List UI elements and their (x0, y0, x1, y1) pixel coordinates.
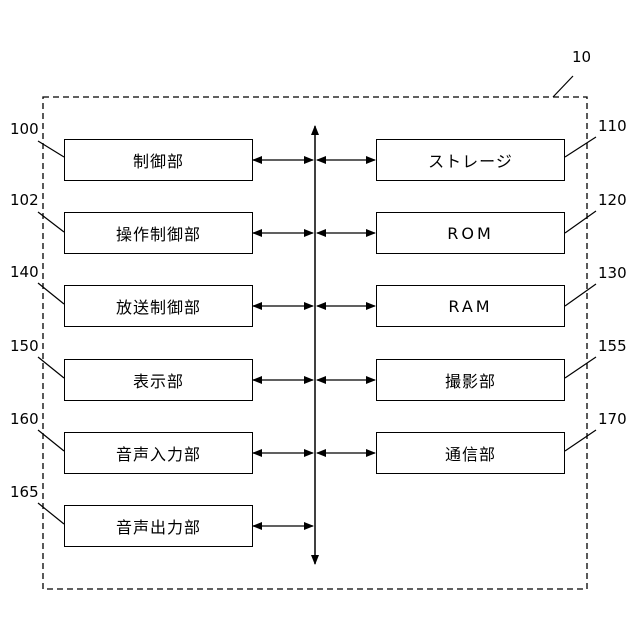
ref-label-140: 140 (10, 263, 39, 281)
ref-label-110: 110 (598, 117, 627, 135)
block-storage: ストレージ (376, 139, 565, 181)
block-operation-control-unit: 操作制御部 (64, 212, 253, 254)
system-leader-line (553, 76, 573, 97)
leader-line-130 (565, 284, 596, 306)
ref-label-165: 165 (10, 483, 39, 501)
ref-label-155: 155 (598, 337, 627, 355)
block-communication-unit: 通信部 (376, 432, 565, 474)
leader-line-165 (38, 503, 64, 524)
ref-label-160: 160 (10, 410, 39, 428)
leader-line-110 (565, 137, 596, 157)
leader-line-102 (38, 212, 64, 232)
block-display-unit: 表示部 (64, 359, 253, 401)
ref-label-170: 170 (598, 410, 627, 428)
block-control-unit: 制御部 (64, 139, 253, 181)
leader-line-155 (565, 357, 596, 378)
ref-label-150: 150 (10, 337, 39, 355)
system-ref-label: 10 (572, 48, 591, 66)
leader-line-170 (565, 430, 596, 451)
leader-line-140 (38, 283, 64, 304)
block-broadcast-control-unit: 放送制御部 (64, 285, 253, 327)
block-audio-output-unit: 音声出力部 (64, 505, 253, 547)
block-audio-input-unit: 音声入力部 (64, 432, 253, 474)
block-imaging-unit: 撮影部 (376, 359, 565, 401)
ref-label-100: 100 (10, 120, 39, 138)
leader-line-160 (38, 430, 64, 451)
leader-line-120 (565, 211, 596, 233)
block-ram: RAM (376, 285, 565, 327)
ref-label-120: 120 (598, 191, 627, 209)
ref-label-130: 130 (598, 264, 627, 282)
block-rom: ROM (376, 212, 565, 254)
ref-label-102: 102 (10, 191, 39, 209)
leader-line-150 (38, 357, 64, 378)
leader-line-100 (38, 141, 64, 157)
